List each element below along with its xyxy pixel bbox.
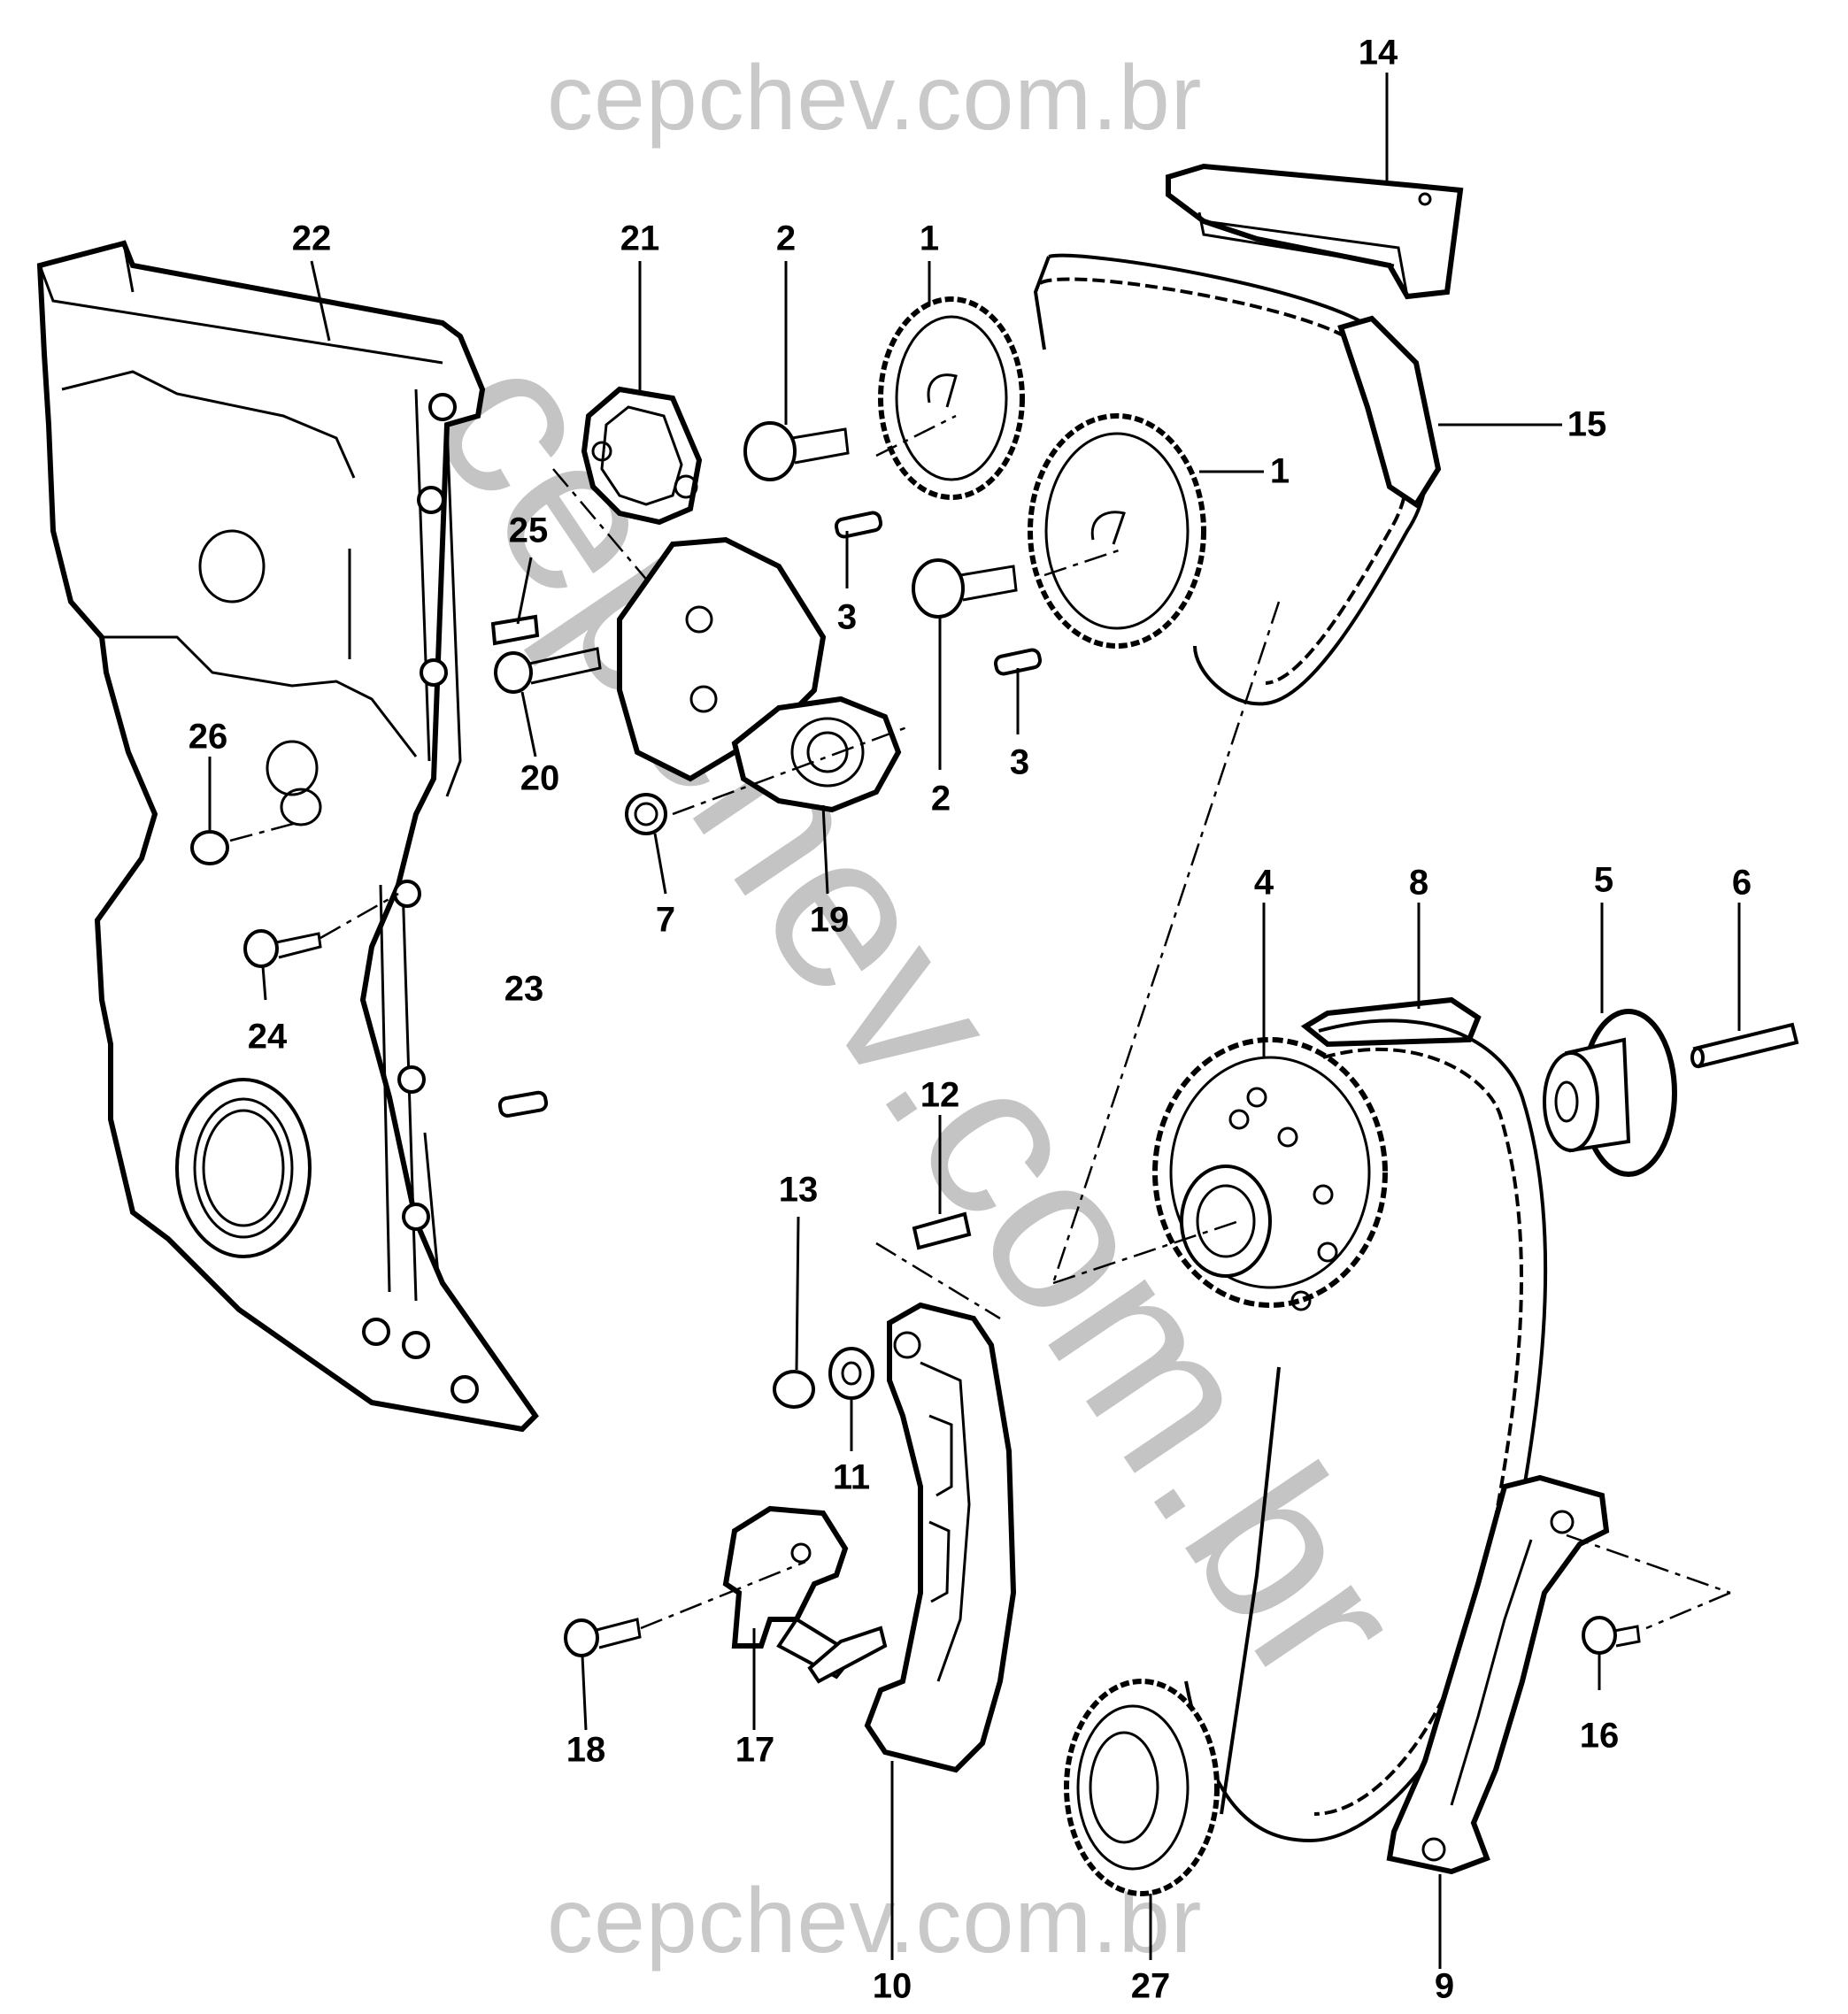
washer-11 — [828, 1347, 874, 1400]
watermark-bottom: cepchev.com.br — [547, 1870, 1203, 1972]
nut-26 — [190, 821, 297, 865]
callout-8: 8 — [1408, 863, 1429, 903]
callout-18: 18 — [566, 1730, 606, 1770]
callout-16: 16 — [1579, 1716, 1620, 1756]
camshaft-sprocket-1-upper — [875, 296, 1025, 500]
stud-25 — [490, 614, 540, 646]
tensioner-rail-10 — [864, 1302, 1017, 1773]
callout-20: 20 — [520, 758, 560, 798]
callout-26: 26 — [188, 717, 228, 757]
stud-12 — [875, 1211, 1001, 1320]
callout-1-upper: 1 — [919, 219, 940, 258]
callout-3-upper: 3 — [836, 597, 858, 637]
nut-13 — [773, 1370, 815, 1409]
nut-7 — [625, 793, 667, 835]
dowel-3-upper — [834, 511, 883, 539]
camshaft-sprocket-1-lower — [1028, 413, 1206, 649]
callout-10: 10 — [872, 1966, 912, 2006]
callout-27: 27 — [1130, 1966, 1171, 2006]
callout-1-lower: 1 — [1269, 451, 1290, 491]
callout-9: 9 — [1434, 1966, 1455, 2006]
callout-12: 12 — [920, 1075, 960, 1115]
callout-3-lower: 3 — [1009, 742, 1030, 782]
callout-2-upper: 2 — [775, 219, 797, 258]
callout-2-lower: 2 — [930, 779, 951, 819]
bolt-2-lower — [912, 558, 1018, 619]
callout-15: 15 — [1567, 404, 1607, 444]
chain-tensioner-17 — [722, 1505, 888, 1684]
bolt-20 — [494, 647, 602, 694]
leader-lines — [208, 73, 1741, 1969]
chain-guide-14 — [1166, 163, 1464, 300]
callout-7: 7 — [655, 900, 676, 940]
callout-25: 25 — [508, 511, 549, 550]
gasket-21 — [552, 386, 703, 611]
timing-cover — [36, 240, 539, 1433]
spacer-5 — [1543, 1009, 1677, 1177]
bolt-2-upper — [743, 421, 850, 481]
watermark-top: cepchev.com.br — [547, 47, 1203, 150]
bolt-18 — [564, 1560, 806, 1657]
dowel-23 — [497, 1090, 549, 1118]
callout-13: 13 — [778, 1170, 819, 1210]
chain-guide-9 — [1386, 1474, 1731, 1875]
callout-19: 19 — [809, 900, 850, 940]
callout-4: 4 — [1253, 863, 1274, 903]
callout-14: 14 — [1358, 33, 1398, 73]
callout-17: 17 — [735, 1730, 775, 1770]
callout-24: 24 — [247, 1017, 288, 1057]
bolt-6 — [1690, 1022, 1799, 1069]
callout-21: 21 — [620, 219, 660, 258]
callout-11: 11 — [832, 1457, 871, 1497]
callout-6: 6 — [1731, 863, 1752, 903]
dowel-3-lower — [993, 648, 1043, 676]
chain-guide-15 — [1337, 315, 1442, 509]
crankshaft-gear-27 — [1064, 1679, 1220, 1896]
callout-5: 5 — [1593, 860, 1614, 900]
tensioner-19 — [617, 536, 912, 816]
callout-23: 23 — [504, 969, 544, 1009]
bolt-24 — [243, 892, 399, 968]
crankshaft-sprocket-4 — [1052, 1037, 1388, 1311]
callout-22: 22 — [291, 219, 332, 258]
bolt-16 — [1582, 1616, 1641, 1655]
